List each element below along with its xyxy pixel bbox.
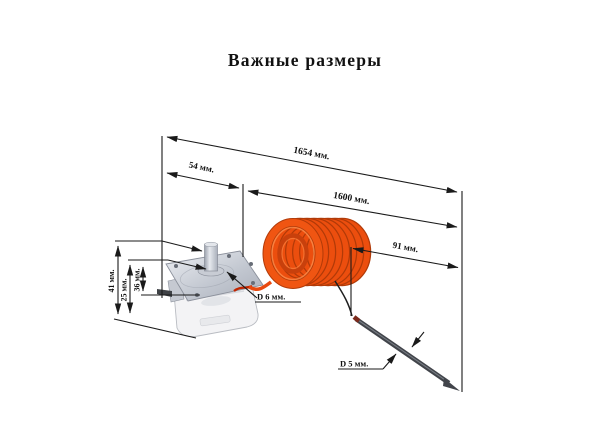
capillary-tube-start xyxy=(248,280,273,291)
dim-probe-distance-label: 91 мм. xyxy=(392,240,419,254)
temperature-probe xyxy=(352,315,460,391)
stem-diameter-label: D 6 мм. xyxy=(257,292,285,302)
dim-height-41: 41 мм. xyxy=(107,240,203,339)
dim-height-total-label: 41 мм. xyxy=(107,270,116,293)
dim-capillary-label: 1600 мм. xyxy=(332,191,370,207)
dim-height-36: 36 мм. xyxy=(133,266,200,296)
dim-height-body-label: 25 мм. xyxy=(120,279,129,302)
dim-offset-54: 54 мм. xyxy=(166,160,240,189)
probe-diameter-label: D 5 мм. xyxy=(340,359,368,369)
dim-height-plate-label: 36 мм. xyxy=(133,269,142,292)
capillary-wire xyxy=(334,280,353,317)
dim-total-label: 1654 мм. xyxy=(292,146,330,163)
capillary-coil xyxy=(262,217,372,289)
dim-height-25: 25 мм. xyxy=(120,259,207,314)
dim-offset-label: 54 мм. xyxy=(188,160,215,175)
dim-probe-91: 91 мм. xyxy=(352,240,459,269)
diagram-title: Важные размеры xyxy=(227,50,383,70)
thermostat xyxy=(157,241,273,338)
extension-lines xyxy=(161,136,463,392)
label-probe-diameter: D 5 мм. xyxy=(338,331,425,370)
label-stem-diameter: D 6 мм. xyxy=(226,271,301,303)
